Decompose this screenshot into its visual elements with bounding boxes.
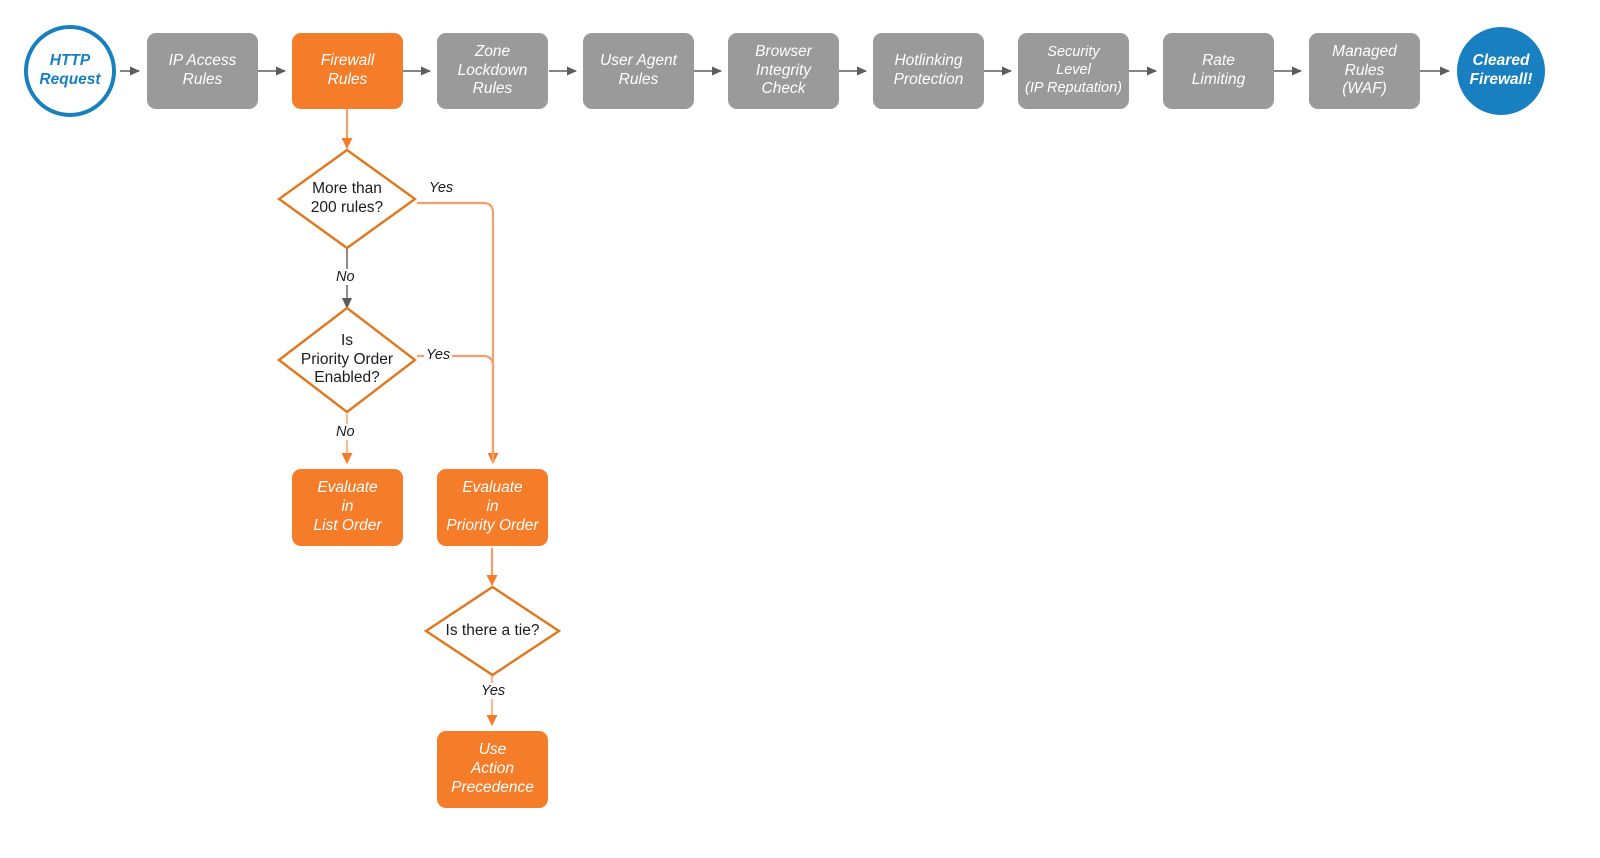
- decision-priority-order-enabled-label: Is Priority Order Enabled?: [300, 331, 394, 387]
- node-firewall-rules[interactable]: Firewall Rules: [292, 33, 403, 109]
- node-hotlinking-protection[interactable]: Hotlinking Protection: [873, 33, 984, 109]
- node-http-request[interactable]: HTTP Request: [24, 25, 116, 117]
- diamond-shape-is-there-a-tie: [424, 585, 561, 677]
- decision-more-than-200-rules[interactable]: More than 200 rules?: [277, 148, 417, 250]
- node-managed-rules-waf[interactable]: Managed Rules (WAF): [1309, 33, 1420, 109]
- node-evaluate-priority-order-label: Evaluate in Priority Order: [446, 479, 539, 534]
- edge-label-yes-priority-order: Yes: [424, 347, 453, 363]
- decision-priority-order-enabled[interactable]: Is Priority Order Enabled?: [277, 306, 417, 414]
- node-hotlinking-protection-label: Hotlinking Protection: [893, 52, 964, 88]
- node-browser-integrity-check[interactable]: Browser Integrity Check: [728, 33, 839, 109]
- node-evaluate-list-order-label: Evaluate in List Order: [313, 479, 382, 534]
- node-managed-rules-waf-label: Managed Rules (WAF): [1332, 42, 1397, 98]
- node-evaluate-priority-order[interactable]: Evaluate in Priority Order: [437, 469, 548, 546]
- node-user-agent-rules[interactable]: User Agent Rules: [583, 33, 694, 109]
- node-zone-lockdown-rules-label: Zone Lockdown Rules: [457, 42, 528, 98]
- edge-label-no-200-rules: No: [334, 269, 357, 285]
- edge-label-yes-tie: Yes: [479, 683, 508, 699]
- node-ip-access-rules[interactable]: IP Access Rules: [147, 33, 258, 109]
- node-ip-access-rules-label: IP Access Rules: [168, 52, 237, 88]
- node-http-request-label: HTTP Request: [39, 52, 101, 88]
- node-firewall-rules-label: Firewall Rules: [320, 52, 375, 88]
- node-security-level[interactable]: Security Level (IP Reputation): [1018, 33, 1129, 109]
- node-security-level-label: Security Level (IP Reputation): [1025, 44, 1122, 96]
- node-rate-limiting-label: Rate Limiting: [1191, 52, 1246, 88]
- node-rate-limiting[interactable]: Rate Limiting: [1163, 33, 1274, 109]
- edge-yes-200-to-priority-order-box: [417, 201, 499, 464]
- node-cleared-firewall[interactable]: Cleared Firewall!: [1457, 27, 1545, 115]
- edge-label-no-priority-order: No: [334, 424, 357, 440]
- node-use-action-precedence-label: Use Action Precedence: [451, 741, 534, 796]
- decision-is-there-a-tie[interactable]: Is there a tie?: [424, 585, 561, 677]
- diamond-shape-priority-order: [277, 306, 417, 414]
- decision-more-than-200-rules-label: More than 200 rules?: [310, 180, 384, 216]
- node-cleared-firewall-label: Cleared Firewall!: [1469, 52, 1533, 88]
- node-zone-lockdown-rules[interactable]: Zone Lockdown Rules: [437, 33, 548, 109]
- node-use-action-precedence[interactable]: Use Action Precedence: [437, 731, 548, 808]
- node-evaluate-list-order[interactable]: Evaluate in List Order: [292, 469, 403, 546]
- edge-label-yes-200-rules: Yes: [427, 180, 456, 196]
- decision-is-there-a-tie-label: Is there a tie?: [445, 621, 540, 639]
- node-browser-integrity-check-label: Browser Integrity Check: [755, 42, 812, 98]
- node-user-agent-rules-label: User Agent Rules: [600, 52, 677, 88]
- edge-yes-priority-to-priority-order-box: [417, 354, 495, 463]
